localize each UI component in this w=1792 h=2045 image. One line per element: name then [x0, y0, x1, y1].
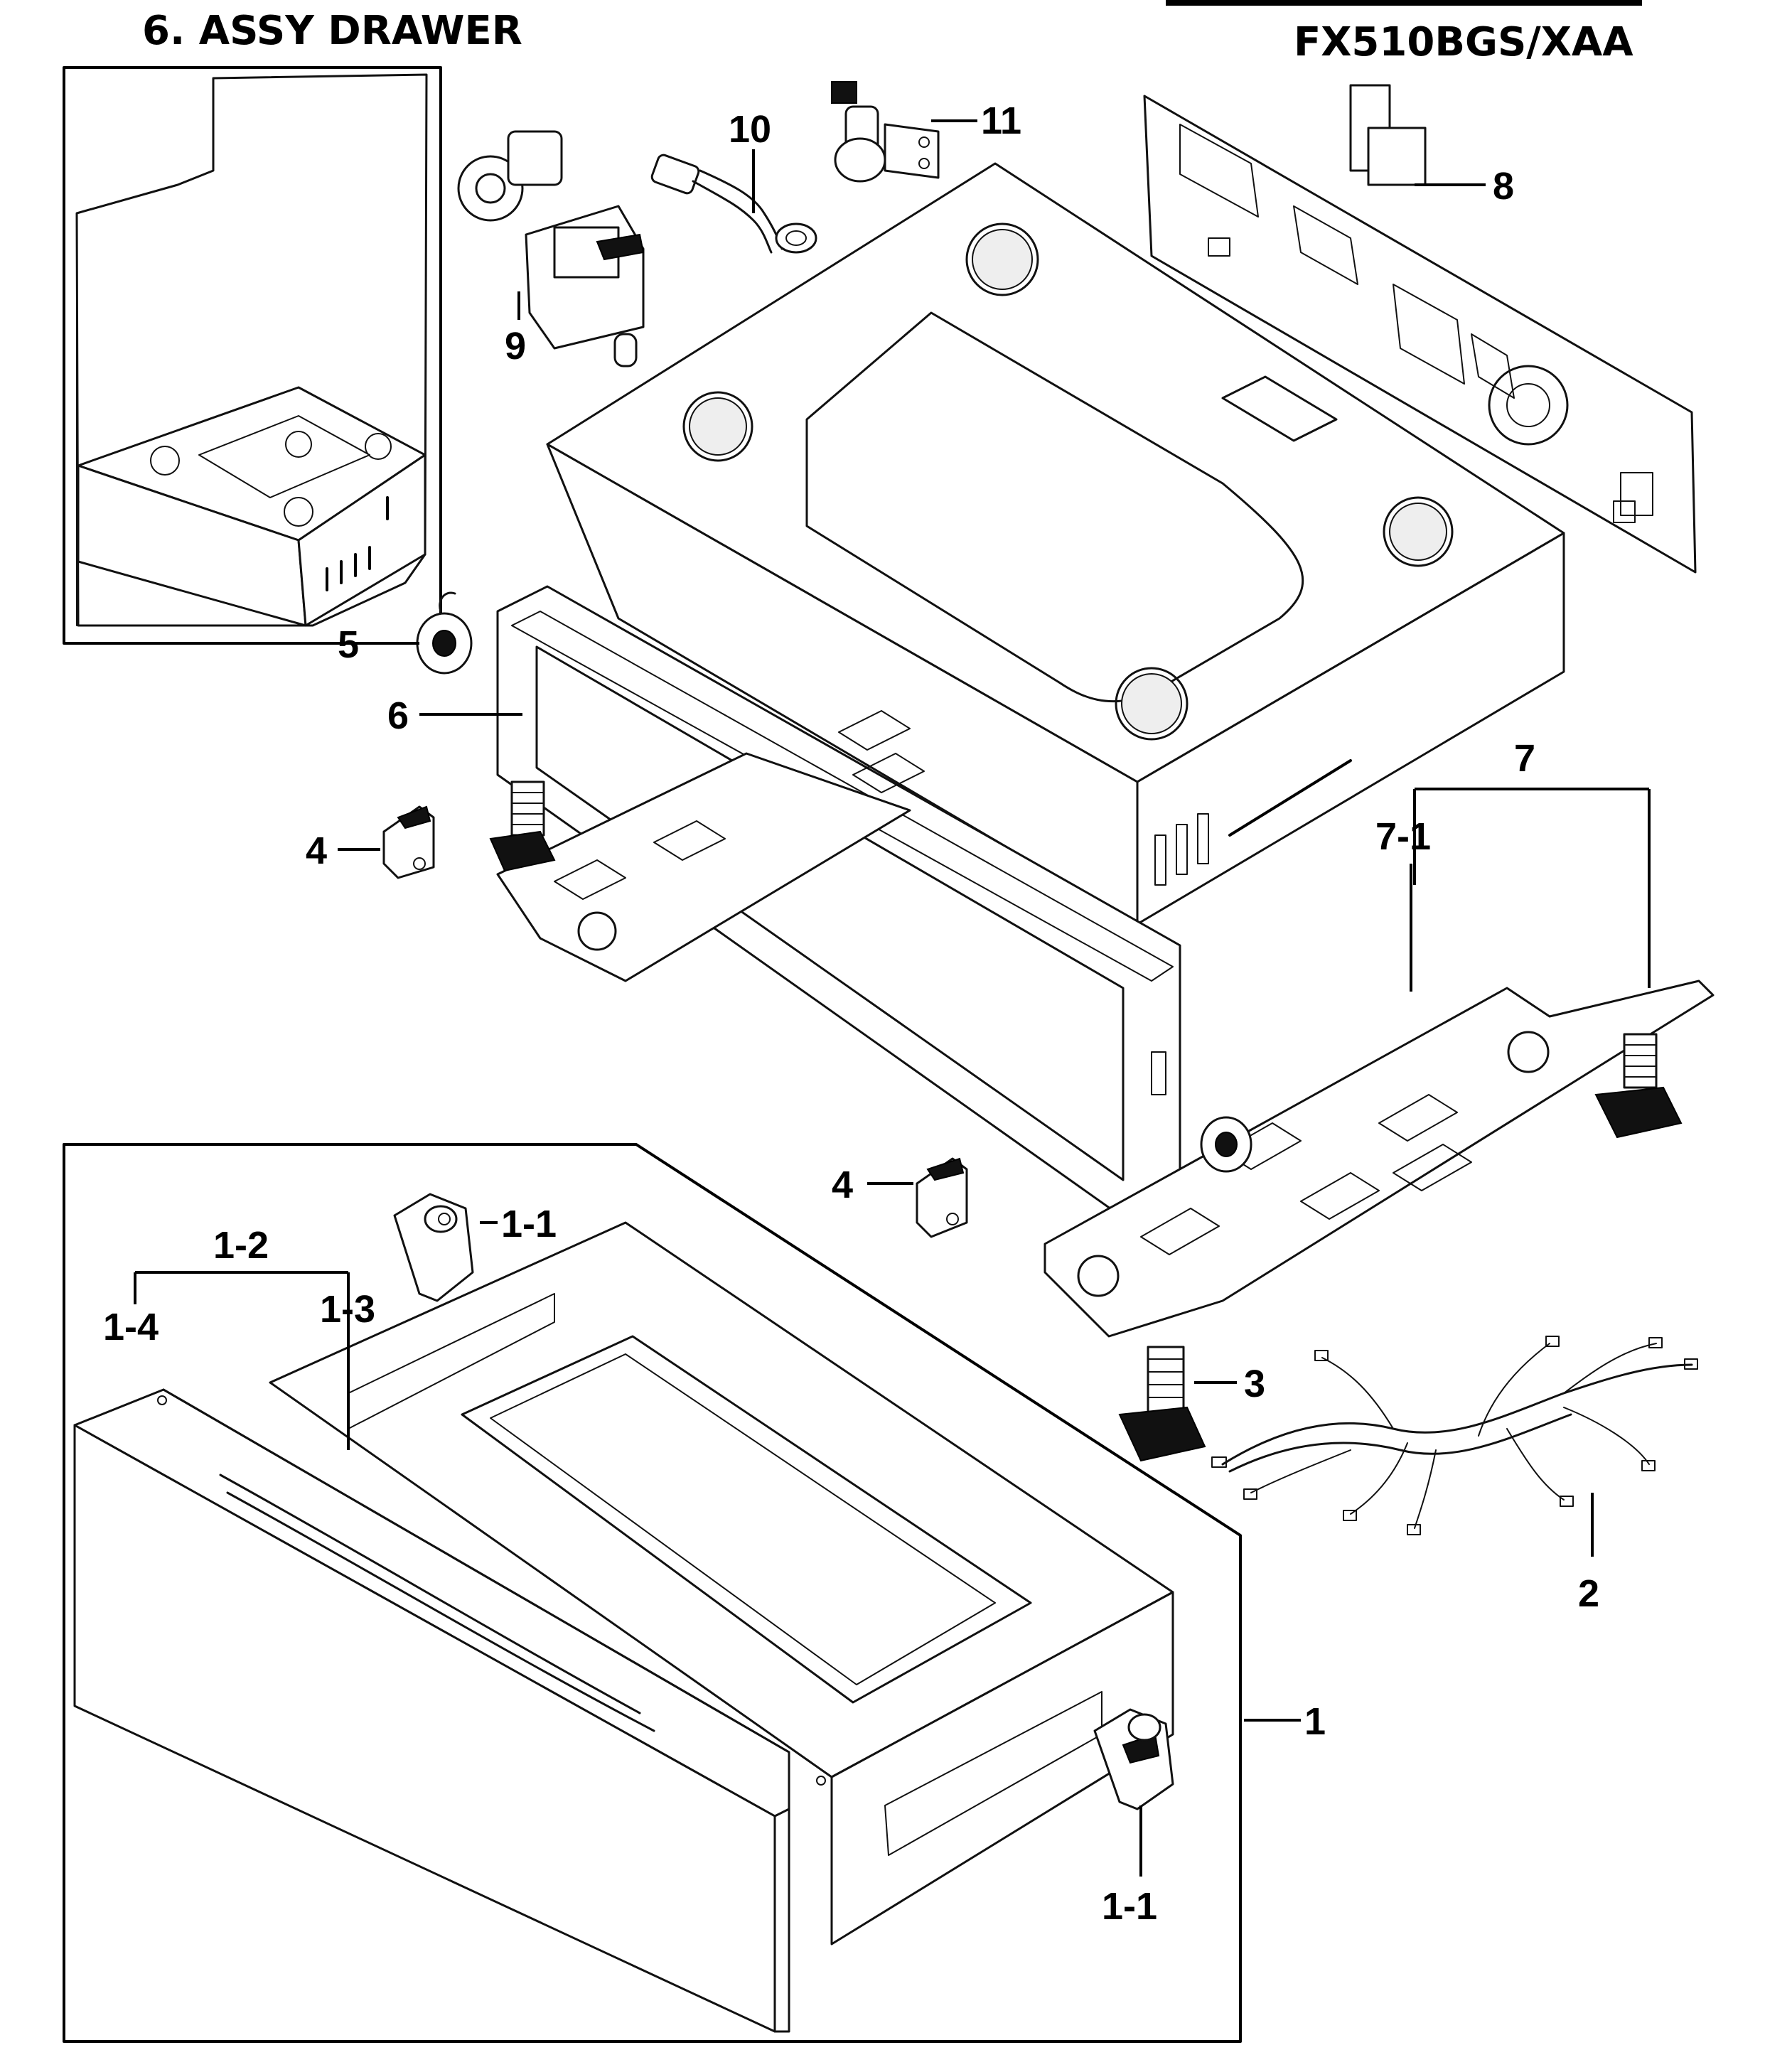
part-2-wire-harness: [1211, 1336, 1698, 1535]
leveling-leg-right: [1594, 1033, 1683, 1139]
inset-assembled-view: [63, 66, 442, 645]
housing-top-panel: [546, 162, 1565, 925]
part-4-clip-right: [916, 1157, 968, 1238]
part-11-elbow-fitting: [831, 81, 940, 183]
callout-4-left: 4: [306, 830, 327, 872]
model-number: FX510BGS/XAA: [1294, 19, 1633, 65]
part-8-rear-cover: [1143, 84, 1697, 574]
part-10-inlet-hose: [650, 154, 817, 254]
roller-wheel: [1200, 1116, 1252, 1173]
callout-8: 8: [1493, 165, 1514, 208]
part-4-clip-left: [382, 805, 435, 879]
callout-7: 7: [1514, 737, 1535, 780]
header-rule: [1166, 0, 1642, 6]
callout-11: 11: [981, 100, 1021, 142]
callout-1-2: 1-2: [213, 1224, 269, 1267]
callout-10: 10: [729, 108, 771, 151]
part-9-water-valve: [457, 130, 645, 367]
part-3-leveling-leg: [1118, 1346, 1206, 1462]
callout-4-right: 4: [832, 1164, 853, 1206]
callout-1-3: 1-3: [320, 1288, 375, 1331]
part-7-base-frame: [496, 710, 1715, 1338]
callout-9: 9: [505, 325, 526, 367]
diagram-title: 6. ASSY DRAWER: [142, 8, 522, 54]
part-1-1-bracket-bottom: [1093, 1708, 1174, 1810]
part-1-drawer-assembly-outline: [63, 1143, 1242, 2043]
callout-6: 6: [387, 694, 409, 737]
callout-1-1-bottom: 1-1: [1102, 1885, 1157, 1928]
callout-1-1-top: 1-1: [501, 1203, 557, 1245]
callout-2: 2: [1578, 1572, 1599, 1615]
callout-1: 1: [1304, 1700, 1326, 1743]
leader-lines: [134, 119, 1651, 1877]
drawer: [73, 1221, 1174, 2033]
callout-labels: 11 10 8 9 5 6 7 7-1 4 4 1-1 1-2 1-4 1-3 …: [103, 100, 1599, 1928]
callout-1-4: 1-4: [103, 1306, 159, 1348]
leveling-leg-left: [489, 780, 556, 872]
callout-3: 3: [1244, 1363, 1265, 1405]
callout-7-1: 7-1: [1375, 815, 1431, 858]
callout-5: 5: [338, 623, 359, 666]
part-5-rotary-part: [416, 591, 473, 675]
part-1-1-bracket-top: [393, 1193, 474, 1302]
